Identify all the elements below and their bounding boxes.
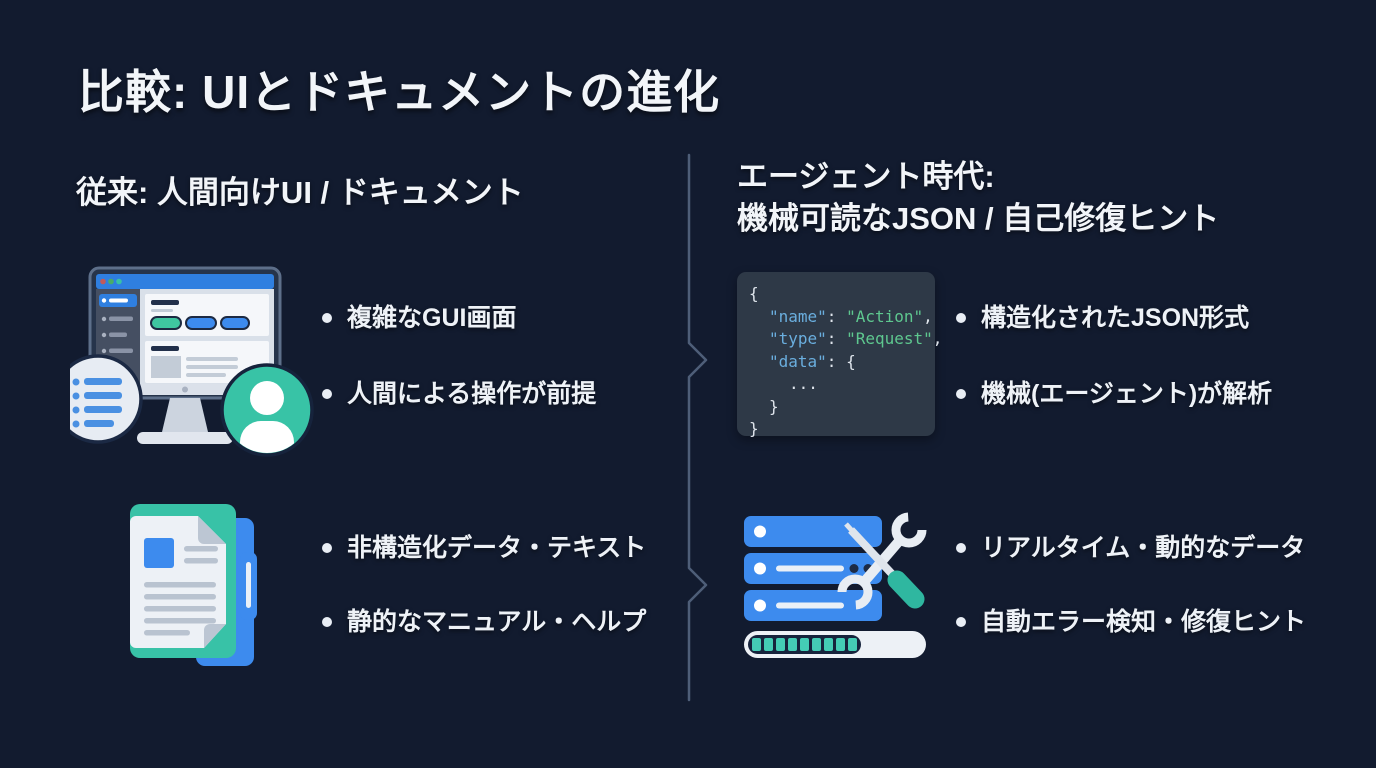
server-tools-illustration — [744, 512, 927, 658]
window-dot-green — [108, 278, 114, 285]
screwdriver-icon — [844, 522, 925, 609]
bullet-item: 構造化されたJSON形式 — [956, 301, 1356, 335]
bullet-text: 非構造化データ・テキスト — [347, 534, 647, 562]
bullet-dot-icon — [956, 543, 966, 553]
code-line: } — [769, 396, 779, 416]
desktop-gui-illustration — [70, 266, 314, 457]
bullet-item: 自動エラー検知・修復ヒント — [956, 605, 1356, 639]
bullet-dot-icon — [956, 389, 966, 399]
document-page-icon — [130, 516, 226, 648]
bullet-dot-icon — [322, 617, 332, 627]
bullet-text: リアルタイム・動的なデータ — [981, 534, 1306, 562]
right-row1-bullets: 構造化されたJSON形式 機械(エージェント)が解析 — [956, 301, 1356, 411]
bullet-text: 静的なマニュアル・ヘルプ — [347, 608, 647, 636]
json-code-block: { "name": "Action", "type": "Request", "… — [737, 272, 943, 438]
bullet-item: 非構造化データ・テキスト — [322, 531, 682, 565]
code-line: { — [749, 284, 759, 303]
window-dot-teal — [116, 278, 122, 285]
bullet-item: 機械(エージェント)が解析 — [956, 377, 1356, 411]
bullet-item: 人間による操作が前提 — [322, 377, 682, 411]
bullet-text: 構造化されたJSON形式 — [981, 304, 1250, 332]
right-row2-bullets: リアルタイム・動的なデータ 自動エラー検知・修復ヒント — [956, 531, 1356, 639]
left-row2-bullets: 非構造化データ・テキスト 静的なマニュアル・ヘルプ — [322, 531, 682, 639]
code-line: ... — [789, 374, 818, 393]
code-line: "name": "Action", — [769, 306, 933, 326]
left-column-heading: 従来: 人間向けUI / ドキュメント — [76, 175, 524, 210]
monitor-camera-dot — [182, 386, 188, 393]
bullet-text: 複雑なGUI画面 — [347, 304, 517, 332]
code-line: } — [749, 419, 759, 438]
monitor-stand — [137, 398, 233, 444]
bullet-dot-icon — [322, 543, 332, 553]
code-line: "type": "Request", — [769, 329, 943, 348]
window-dot-red — [100, 278, 106, 285]
pill-button-blue — [185, 316, 217, 330]
left-row1-bullets: 複雑なGUI画面 人間による操作が前提 — [322, 301, 682, 411]
bullet-dot-icon — [956, 617, 966, 627]
bullet-text: 機械(エージェント)が解析 — [981, 380, 1273, 408]
bullet-dot-icon — [956, 313, 966, 323]
code-line: "data": { — [769, 351, 856, 371]
column-divider-chevron — [687, 153, 708, 702]
right-column-heading-line2: 機械可読なJSON / 自己修復ヒント — [737, 201, 1220, 236]
pill-button-blue — [220, 316, 250, 330]
bullet-item: 静的なマニュアル・ヘルプ — [322, 605, 682, 639]
documents-illustration — [130, 504, 257, 666]
page-fold-top-right — [198, 516, 226, 544]
pill-button-teal — [150, 316, 182, 330]
progress-bar — [744, 631, 926, 658]
bullet-text: 人間による操作が前提 — [347, 380, 597, 408]
page-image-placeholder — [144, 538, 174, 568]
right-column-heading: エージェント時代: 機械可読なJSON / 自己修復ヒント — [737, 156, 1219, 240]
bullet-dot-icon — [322, 389, 332, 399]
user-avatar-icon — [220, 363, 314, 457]
page-title: 比較: UIとドキュメントの進化 — [78, 66, 721, 118]
image-placeholder — [151, 356, 181, 378]
bullet-item: 複雑なGUI画面 — [322, 301, 682, 335]
list-badge-icon — [70, 354, 143, 444]
bullet-dot-icon — [322, 313, 332, 323]
right-column-heading-line1: エージェント時代: — [737, 159, 995, 194]
bullet-item: リアルタイム・動的なデータ — [956, 531, 1356, 565]
page-fold-bottom-right — [204, 624, 226, 648]
bullet-text: 自動エラー検知・修復ヒント — [981, 608, 1307, 636]
